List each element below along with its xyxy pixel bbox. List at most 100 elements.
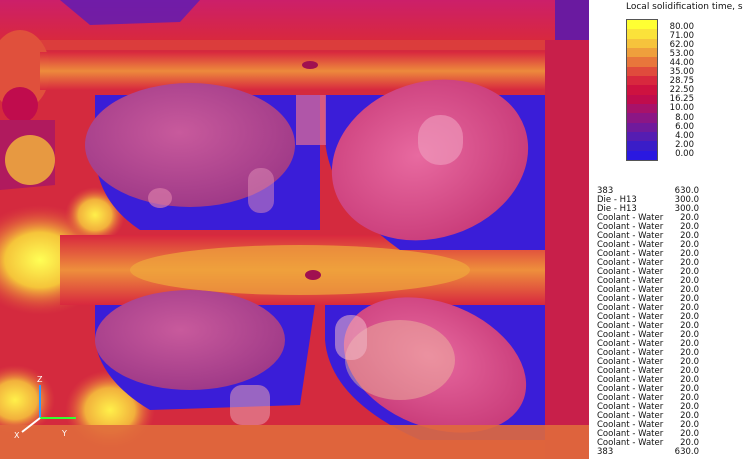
material-name: Coolant - Water [597, 285, 664, 295]
legend-panel [589, 0, 755, 459]
material-temperature: 630.0 [674, 186, 699, 196]
legend-value: 8.00 [675, 112, 694, 123]
legend-swatch [627, 38, 657, 49]
legend-swatch [627, 113, 657, 124]
material-row: Coolant - Water 20.0 [597, 277, 747, 286]
legend-value: 22.50 [669, 85, 694, 96]
material-row: Coolant - Water 20.0 [597, 358, 747, 367]
material-name: Coolant - Water [597, 294, 664, 304]
material-temperature: 20.0 [680, 321, 699, 331]
material-temperature: 20.0 [680, 429, 699, 439]
material-temperature: 20.0 [680, 312, 699, 322]
z-axis-label: Z [37, 375, 43, 384]
material-temperature: 20.0 [680, 375, 699, 385]
material-temperature: 20.0 [680, 294, 699, 304]
legend-value: 62.00 [669, 40, 694, 51]
legend-title: Local solidification time, s [626, 2, 743, 12]
material-temperature: 20.0 [680, 303, 699, 313]
material-row: Coolant - Water 20.0 [597, 322, 747, 331]
legend-value: 16.25 [669, 94, 694, 105]
material-temperature: 20.0 [680, 285, 699, 295]
material-name: Coolant - Water [597, 276, 664, 286]
material-row: Coolant - Water 20.0 [597, 250, 747, 259]
material-name: Coolant - Water [597, 222, 664, 232]
material-row: Coolant - Water 20.0 [597, 286, 747, 295]
material-name: Coolant - Water [597, 213, 664, 223]
legend-value: 35.00 [669, 67, 694, 78]
material-row: 383 630.0 [597, 187, 747, 196]
material-name: Coolant - Water [597, 240, 664, 250]
material-row: Coolant - Water 20.0 [597, 268, 747, 277]
x-axis-label: X [14, 431, 20, 440]
material-row: Coolant - Water 20.0 [597, 331, 747, 340]
material-name: Coolant - Water [597, 429, 664, 439]
material-temperature: 20.0 [680, 420, 699, 430]
material-temperature: 20.0 [680, 267, 699, 277]
legend-value: 4.00 [675, 130, 694, 141]
lower-right-cavity [325, 297, 545, 440]
material-row: 383 630.0 [597, 448, 747, 457]
legend-value: 71.00 [669, 31, 694, 42]
material-temperature: 630.0 [674, 447, 699, 457]
material-name: Coolant - Water [597, 339, 664, 349]
legend-swatch [627, 94, 657, 105]
material-temperature: 300.0 [674, 195, 699, 205]
axis-triad: Z Y X [14, 375, 76, 440]
material-row: Coolant - Water 20.0 [597, 376, 747, 385]
material-name: Coolant - Water [597, 348, 664, 358]
legend-swatch [627, 104, 657, 114]
lower-left-cavity [95, 290, 315, 410]
material-name: Coolant - Water [597, 321, 664, 331]
material-name: Coolant - Water [597, 438, 664, 448]
material-name: Coolant - Water [597, 249, 664, 259]
material-name: 383 [597, 186, 614, 196]
material-name: Coolant - Water [597, 375, 664, 385]
material-name: Coolant - Water [597, 384, 664, 394]
material-temperature: 20.0 [680, 276, 699, 286]
color-scale-bar [626, 19, 658, 161]
3d-viewport[interactable]: Z Y X [0, 0, 589, 459]
material-temperature: 20.0 [680, 366, 699, 376]
legend-swatch [627, 76, 657, 86]
legend-value: 0.00 [675, 148, 694, 159]
legend-swatch [627, 122, 657, 133]
y-axis-label: Y [61, 429, 67, 438]
material-temperature: 20.0 [680, 330, 699, 340]
material-temperature: 20.0 [680, 357, 699, 367]
legend-value: 80.00 [669, 22, 694, 32]
material-name: Coolant - Water [597, 267, 664, 277]
casting-render: Z Y X [0, 0, 589, 459]
material-temperature: 20.0 [680, 258, 699, 268]
material-temperature: 20.0 [680, 348, 699, 358]
material-name: 383 [597, 447, 614, 457]
legend-swatch [627, 132, 657, 142]
material-name: Coolant - Water [597, 330, 664, 340]
legend-value: 6.00 [675, 121, 694, 132]
material-row: Coolant - Water 20.0 [597, 439, 747, 448]
legend-swatch [627, 141, 657, 152]
material-name: Coolant - Water [597, 411, 664, 421]
legend-value: 44.00 [669, 58, 694, 69]
material-temperature: 20.0 [680, 249, 699, 259]
material-name: Coolant - Water [597, 357, 664, 367]
material-name: Coolant - Water [597, 402, 664, 412]
material-temperature: 20.0 [680, 402, 699, 412]
x-axis-line [21, 417, 41, 433]
material-temperature: 20.0 [680, 438, 699, 448]
material-temperature: 20.0 [680, 231, 699, 241]
material-row: Coolant - Water 20.0 [597, 295, 747, 304]
material-name: Coolant - Water [597, 366, 664, 376]
legend-swatch [627, 57, 657, 68]
legend-value: 28.75 [669, 76, 694, 87]
